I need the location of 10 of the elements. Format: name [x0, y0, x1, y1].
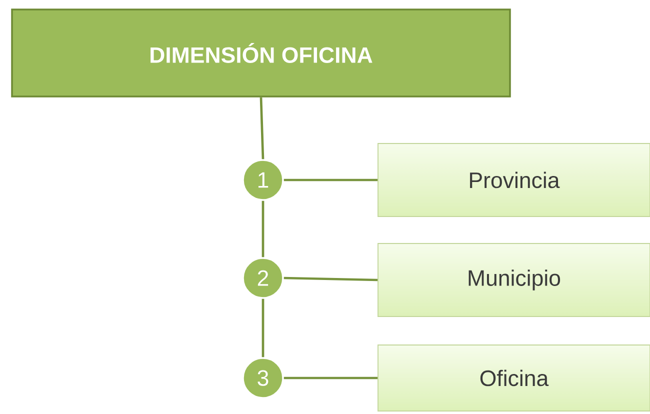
connector-line [284, 178, 378, 182]
connector-line [284, 376, 378, 380]
category-box: Oficina [378, 344, 650, 412]
category-box: Municipio [378, 243, 650, 317]
connector-line [284, 276, 378, 282]
connector-line [262, 200, 264, 258]
title-box: DIMENSIÓN OFICINA [11, 8, 511, 98]
category-box: Provincia [378, 143, 650, 217]
connector-line [260, 97, 264, 160]
connector-line [262, 298, 264, 358]
